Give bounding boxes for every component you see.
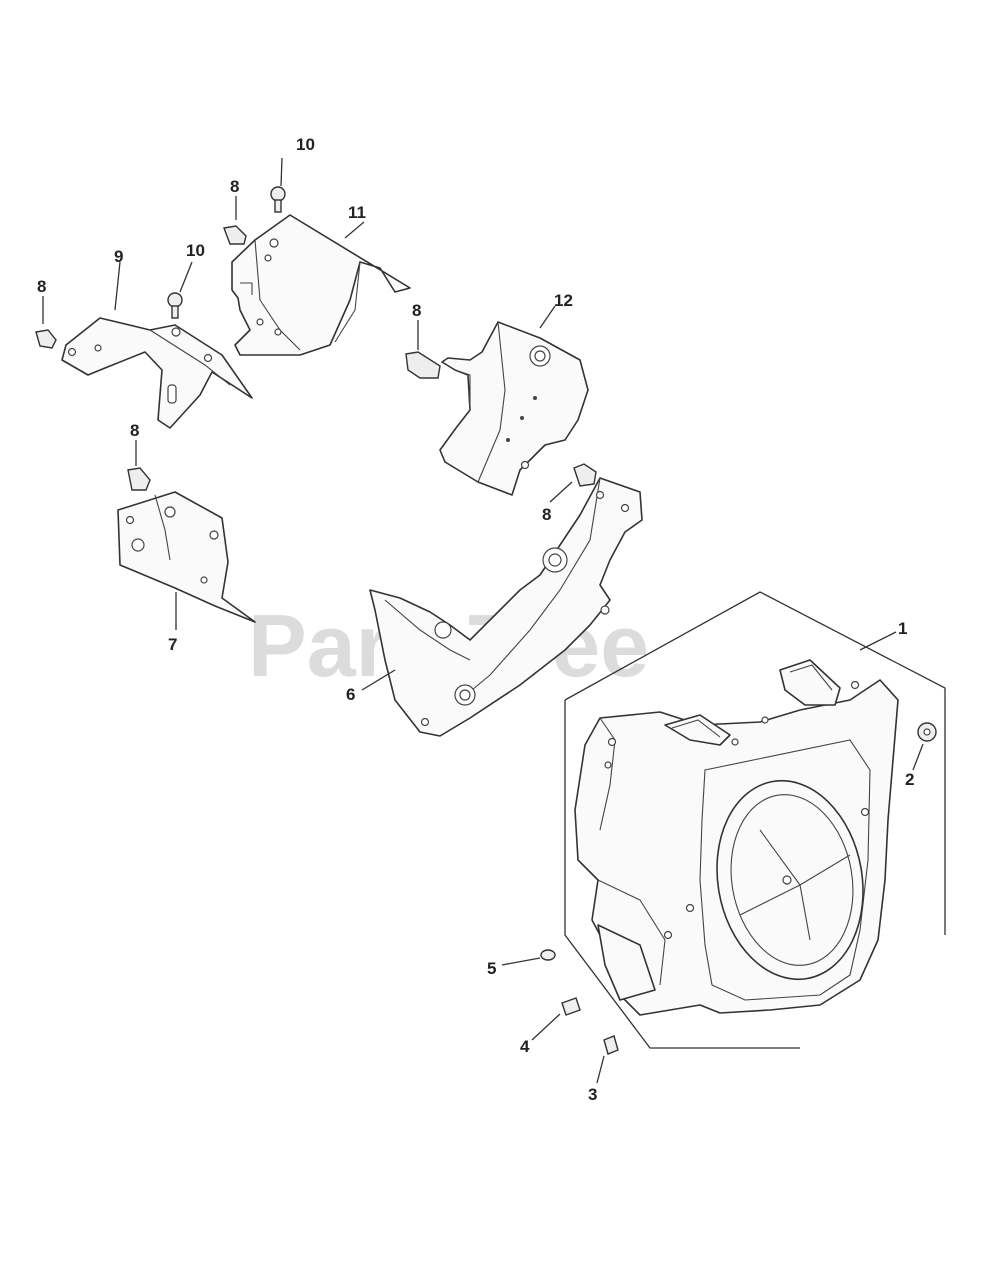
callout-8e: 8 [542, 505, 551, 524]
hardware-bolt-8c[interactable] [405, 351, 441, 379]
part-9-bracket[interactable] [61, 317, 253, 429]
hardware-bolt-10b[interactable] [167, 292, 183, 319]
leader-lines [42, 157, 924, 1084]
part-1-blower-housing[interactable] [564, 591, 946, 1049]
callout-8d: 8 [130, 421, 139, 440]
part-7-angle-plate[interactable] [117, 491, 256, 623]
part-11-shroud-plate[interactable] [231, 214, 411, 356]
callout-8a: 8 [230, 177, 239, 196]
callout-8c: 8 [412, 301, 421, 320]
callout-6: 6 [346, 685, 355, 704]
callout-10b: 10 [186, 241, 205, 260]
callout-4: 4 [520, 1037, 530, 1056]
callout-7: 7 [168, 635, 177, 654]
hardware-bolt-8b[interactable] [35, 329, 57, 349]
callout-12: 12 [554, 291, 573, 310]
part-12-bracket-plate[interactable] [439, 321, 589, 496]
hardware-part-5[interactable] [540, 949, 556, 961]
callout-10a: 10 [296, 135, 315, 154]
hardware-part-4[interactable] [561, 997, 581, 1016]
hardware-nut-2[interactable] [917, 722, 937, 742]
callout-9: 9 [114, 247, 123, 266]
callout-5: 5 [487, 959, 496, 978]
callout-3: 3 [588, 1085, 597, 1104]
hardware-part-3[interactable] [603, 1035, 619, 1055]
part-6-curved-shroud[interactable] [369, 477, 643, 737]
hardware-bolt-8e[interactable] [573, 463, 597, 487]
hardware-bolt-8d[interactable] [127, 467, 151, 491]
callout-11: 11 [348, 203, 366, 222]
callout-1: 1 [898, 619, 907, 638]
hardware-bolt-8a[interactable] [223, 225, 247, 245]
callout-2: 2 [905, 770, 914, 789]
hardware-bolt-10a[interactable] [270, 186, 286, 213]
callout-8b: 8 [37, 277, 46, 296]
callout-labels: 10 8 11 9 10 8 8 12 8 8 7 6 1 2 5 4 3 [37, 135, 914, 1104]
